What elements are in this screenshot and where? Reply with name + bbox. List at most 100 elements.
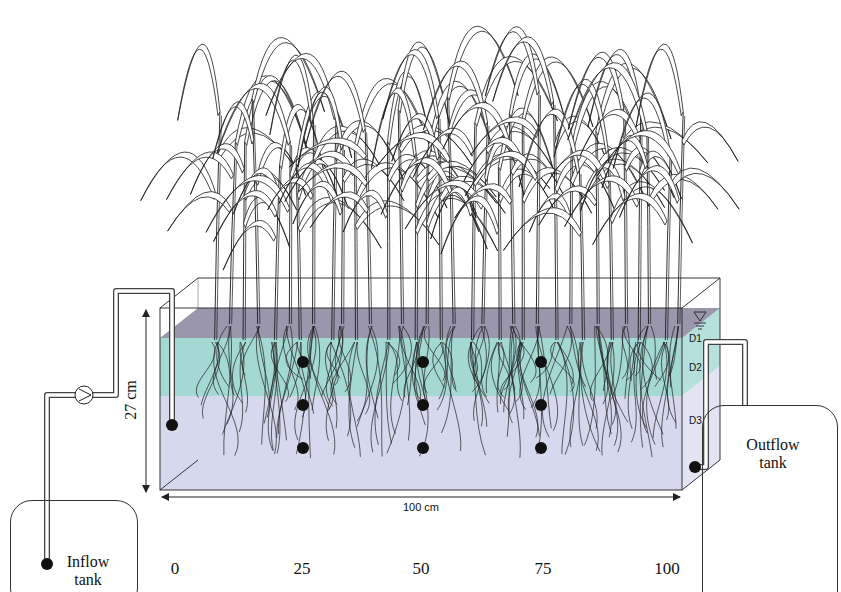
plant-leaf: [602, 135, 647, 188]
plant-root: [520, 326, 539, 410]
plant-stem: [289, 141, 291, 324]
plant-stem: [680, 116, 685, 324]
plant-roots: [196, 326, 678, 458]
plant-root: [585, 326, 596, 446]
height-dimension: [146, 310, 147, 492]
tank-outline: [160, 278, 720, 490]
plant-leaf: [298, 163, 367, 192]
plant-root: [326, 326, 343, 441]
plant-root: [295, 326, 316, 440]
plant-root: [470, 342, 482, 426]
plant-leaf: [682, 122, 738, 162]
plant-stem: [245, 146, 247, 340]
plant-leaf: [593, 193, 667, 244]
plant-root: [637, 326, 661, 380]
plant-root: [386, 342, 400, 375]
plant-root: [602, 342, 614, 455]
plant-root: [667, 326, 678, 423]
plant-root: [391, 326, 400, 434]
plant-root: [331, 342, 351, 436]
plant-leaf: [503, 208, 581, 251]
plant-leaf: [213, 191, 277, 242]
plant-stem: [387, 141, 388, 340]
plant-root: [335, 326, 344, 378]
plant-root: [473, 326, 484, 380]
plant-root: [201, 342, 219, 405]
plant-leaf: [178, 44, 220, 120]
position-label: 0: [171, 559, 180, 579]
plant-root: [412, 342, 423, 404]
plant-root: [399, 326, 410, 441]
plant-leaf: [289, 138, 366, 167]
depth-label: D1: [689, 333, 702, 345]
plant-root: [446, 326, 456, 389]
plant-stem: [625, 112, 627, 324]
plant-root: [240, 342, 248, 412]
water-level-symbol: [694, 312, 706, 329]
plant-root: [213, 326, 229, 394]
plant-root: [653, 342, 667, 438]
pump-symbol: [75, 386, 93, 404]
plant-leaf: [423, 61, 487, 130]
plant-stem: [342, 146, 343, 324]
plant-root: [642, 342, 664, 433]
plant-stem: [484, 126, 489, 324]
position-label: 25: [294, 559, 311, 579]
plant-stem: [426, 154, 427, 324]
plant-root: [357, 326, 378, 427]
plant-leaf: [565, 176, 639, 227]
plant-leaf: [580, 109, 640, 155]
plant-leaf: [166, 152, 233, 200]
plant-leaf: [485, 27, 539, 97]
plant-leaf: [554, 79, 608, 157]
depth-label: D2: [689, 362, 702, 374]
plant-root: [222, 342, 243, 434]
plant-root: [418, 342, 428, 456]
plant-root: [631, 342, 641, 442]
plant-root: [622, 326, 628, 379]
plant-root: [290, 342, 302, 398]
plant-root: [217, 326, 229, 387]
plant-root: [486, 342, 497, 393]
plant-stem: [647, 129, 649, 324]
plant-root: [268, 342, 277, 451]
plant-stem: [648, 133, 650, 324]
plant-root: [433, 342, 445, 388]
plant-root: [611, 326, 623, 399]
plant-stem: [428, 158, 429, 324]
plant-root: [516, 342, 522, 402]
plant-root: [640, 326, 647, 447]
plant-root: [611, 342, 616, 425]
plant-leaf: [243, 197, 289, 247]
storage-tank: Inflow tank: [10, 500, 138, 592]
plant-stem: [523, 122, 525, 340]
plant-root: [283, 326, 298, 410]
plant-root: [445, 326, 461, 451]
plant-leaf: [206, 175, 290, 232]
plant-stem: [367, 132, 372, 324]
plant-root: [424, 326, 445, 381]
plant-leaf: [223, 220, 276, 270]
plant-root: [550, 326, 572, 394]
plant-root: [557, 342, 574, 455]
plant-stem: [570, 148, 571, 324]
plant-root: [271, 342, 288, 402]
plant-root: [414, 326, 423, 411]
plant-root: [670, 326, 676, 429]
plant-root: [662, 342, 669, 447]
plant-root: [331, 342, 355, 405]
position-label: 100: [654, 559, 680, 579]
side-face-lavender: [682, 366, 720, 490]
plant-leaf: [620, 166, 680, 218]
plant-root: [348, 342, 360, 457]
plant-leaf: [568, 63, 647, 140]
dimension-label: 27 cm: [122, 380, 140, 420]
plant-stem: [417, 157, 418, 340]
plant-leaf: [293, 181, 342, 224]
plant-root: [519, 342, 538, 437]
plant-stem: [415, 153, 416, 340]
plant-leaf: [405, 180, 483, 229]
length-dimension: [162, 497, 680, 498]
plant-root: [542, 326, 567, 437]
storage-tank: Outflow tank: [702, 405, 838, 592]
